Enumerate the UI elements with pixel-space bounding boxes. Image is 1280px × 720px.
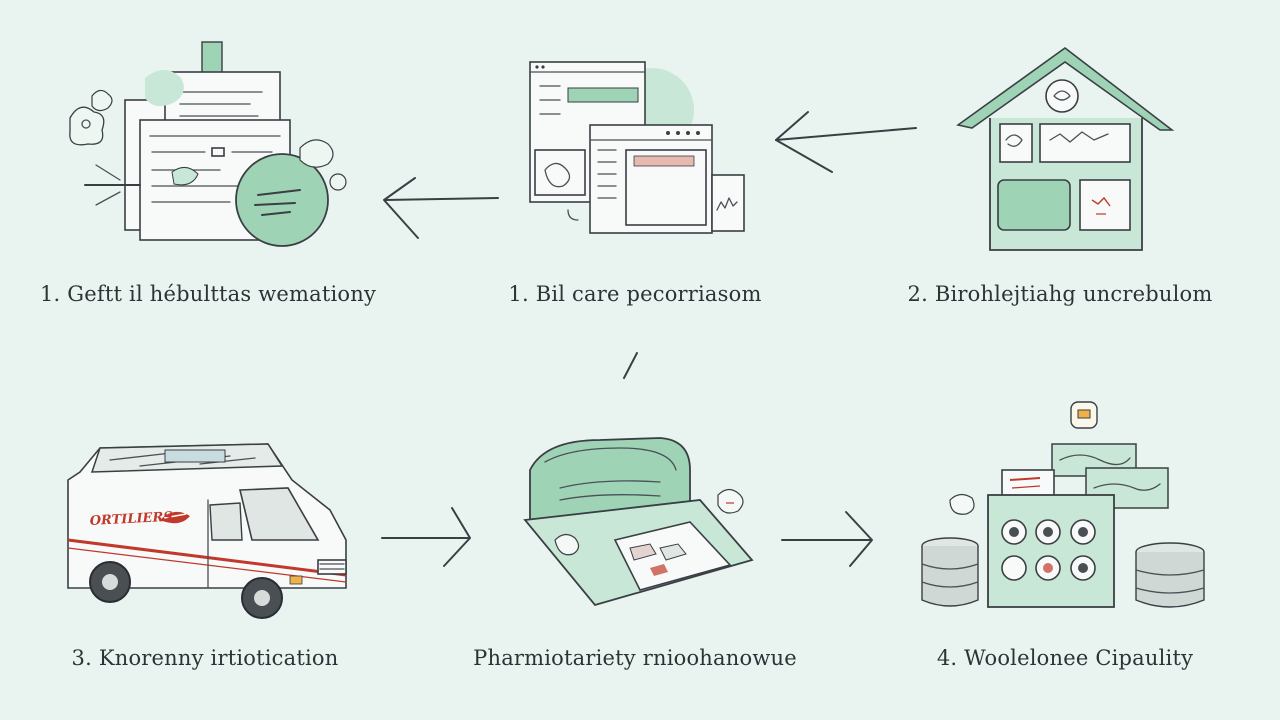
documents-icon: [69, 41, 347, 247]
step-label: 3. Knorenny irtiotication: [71, 646, 339, 670]
van-side-text: ORTILIERS: [89, 510, 173, 529]
package-box-icon: [523, 437, 754, 607]
arrow-icon: [775, 111, 917, 173]
arrow-icon: [781, 511, 873, 567]
delivery-van-icon: [67, 443, 347, 619]
divider-tick-icon: [623, 352, 638, 379]
house-icon: [956, 47, 1175, 251]
step-label: 1. Geftt il hébulttas wemationy: [40, 282, 377, 306]
step-label: 1. Bil care pecorriasom: [508, 282, 762, 306]
arrow-icon: [383, 177, 499, 239]
arrow-icon: [381, 507, 471, 567]
step-label: 4. Woolelonee Cipaulity: [936, 646, 1194, 670]
browser-windows-icon: [529, 61, 745, 234]
storage-icon: [921, 401, 1205, 608]
step-label: 2. Birohlejtiahg uncrebulom: [907, 282, 1213, 306]
step-label: Pharmiotariety rnioohanowue: [473, 646, 797, 670]
